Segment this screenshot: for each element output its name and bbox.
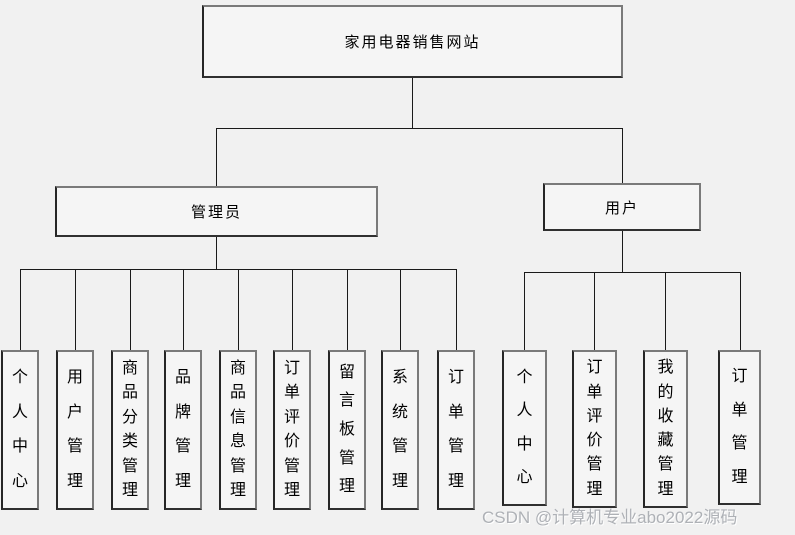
connector-line [216,128,623,129]
node-admin-order-review-management: 订单评价管理 [273,350,311,510]
node-label: 个人中心 [11,369,28,490]
connector-line [216,128,217,186]
connector-line [456,269,457,350]
connector-line [524,272,525,350]
connector-line [412,78,413,128]
node-admin-system-management: 系统管理 [381,350,419,510]
node-user-personal-center: 个人中心 [502,350,547,506]
node-label: 我的收藏管理 [657,359,674,498]
node-label: 订单管理 [731,368,748,486]
connector-line [594,272,595,350]
node-label: 商品分类管理 [121,359,138,500]
connector-line [75,269,76,350]
connector-line [292,269,293,350]
node-user-label: 用户 [604,199,639,217]
connector-line [238,269,239,350]
connector-line [400,269,401,350]
connector-line [665,272,666,350]
node-admin-message-board-management: 留言板管理 [328,350,366,510]
connector-line [347,269,348,350]
node-user-order-review-management: 订单评价管理 [572,350,617,508]
node-admin-label: 管理员 [190,204,242,221]
node-admin-brand-management: 品牌管理 [164,350,202,510]
node-admin-product-category-management: 商品分类管理 [111,350,149,510]
node-admin-order-management: 订单管理 [437,350,475,510]
node-label: 用户管理 [66,369,83,490]
node-label: 订单管理 [447,369,464,490]
node-admin-personal-center: 个人中心 [1,350,39,510]
node-admin-product-info-management: 商品信息管理 [219,350,257,510]
connector-line [622,231,623,272]
connector-line [740,272,741,350]
node-label: 个人中心 [516,368,533,487]
node-label: 订单评价管理 [586,359,603,498]
connector-line [216,237,217,269]
node-root: 家用电器销售网站 [202,5,623,78]
csdn-watermark: CSDN @计算机专业abo2022源码 [482,508,738,527]
node-admin: 管理员 [55,186,378,237]
node-label: 商品信息管理 [229,359,246,500]
node-user-favorites-management: 我的收藏管理 [643,350,688,508]
node-label: 订单评价管理 [283,359,300,500]
node-user-order-management: 订单管理 [718,350,761,505]
node-root-label: 家用电器销售网站 [344,34,481,51]
connector-line [183,269,184,350]
node-label: 系统管理 [391,369,408,490]
node-admin-user-management: 用户管理 [56,350,94,510]
node-label: 留言板管理 [338,363,355,496]
connector-line [130,269,131,350]
node-user: 用户 [543,183,701,231]
connector-line [622,128,623,183]
node-label: 品牌管理 [174,369,191,490]
connector-line [524,272,741,273]
connector-line [20,269,21,350]
